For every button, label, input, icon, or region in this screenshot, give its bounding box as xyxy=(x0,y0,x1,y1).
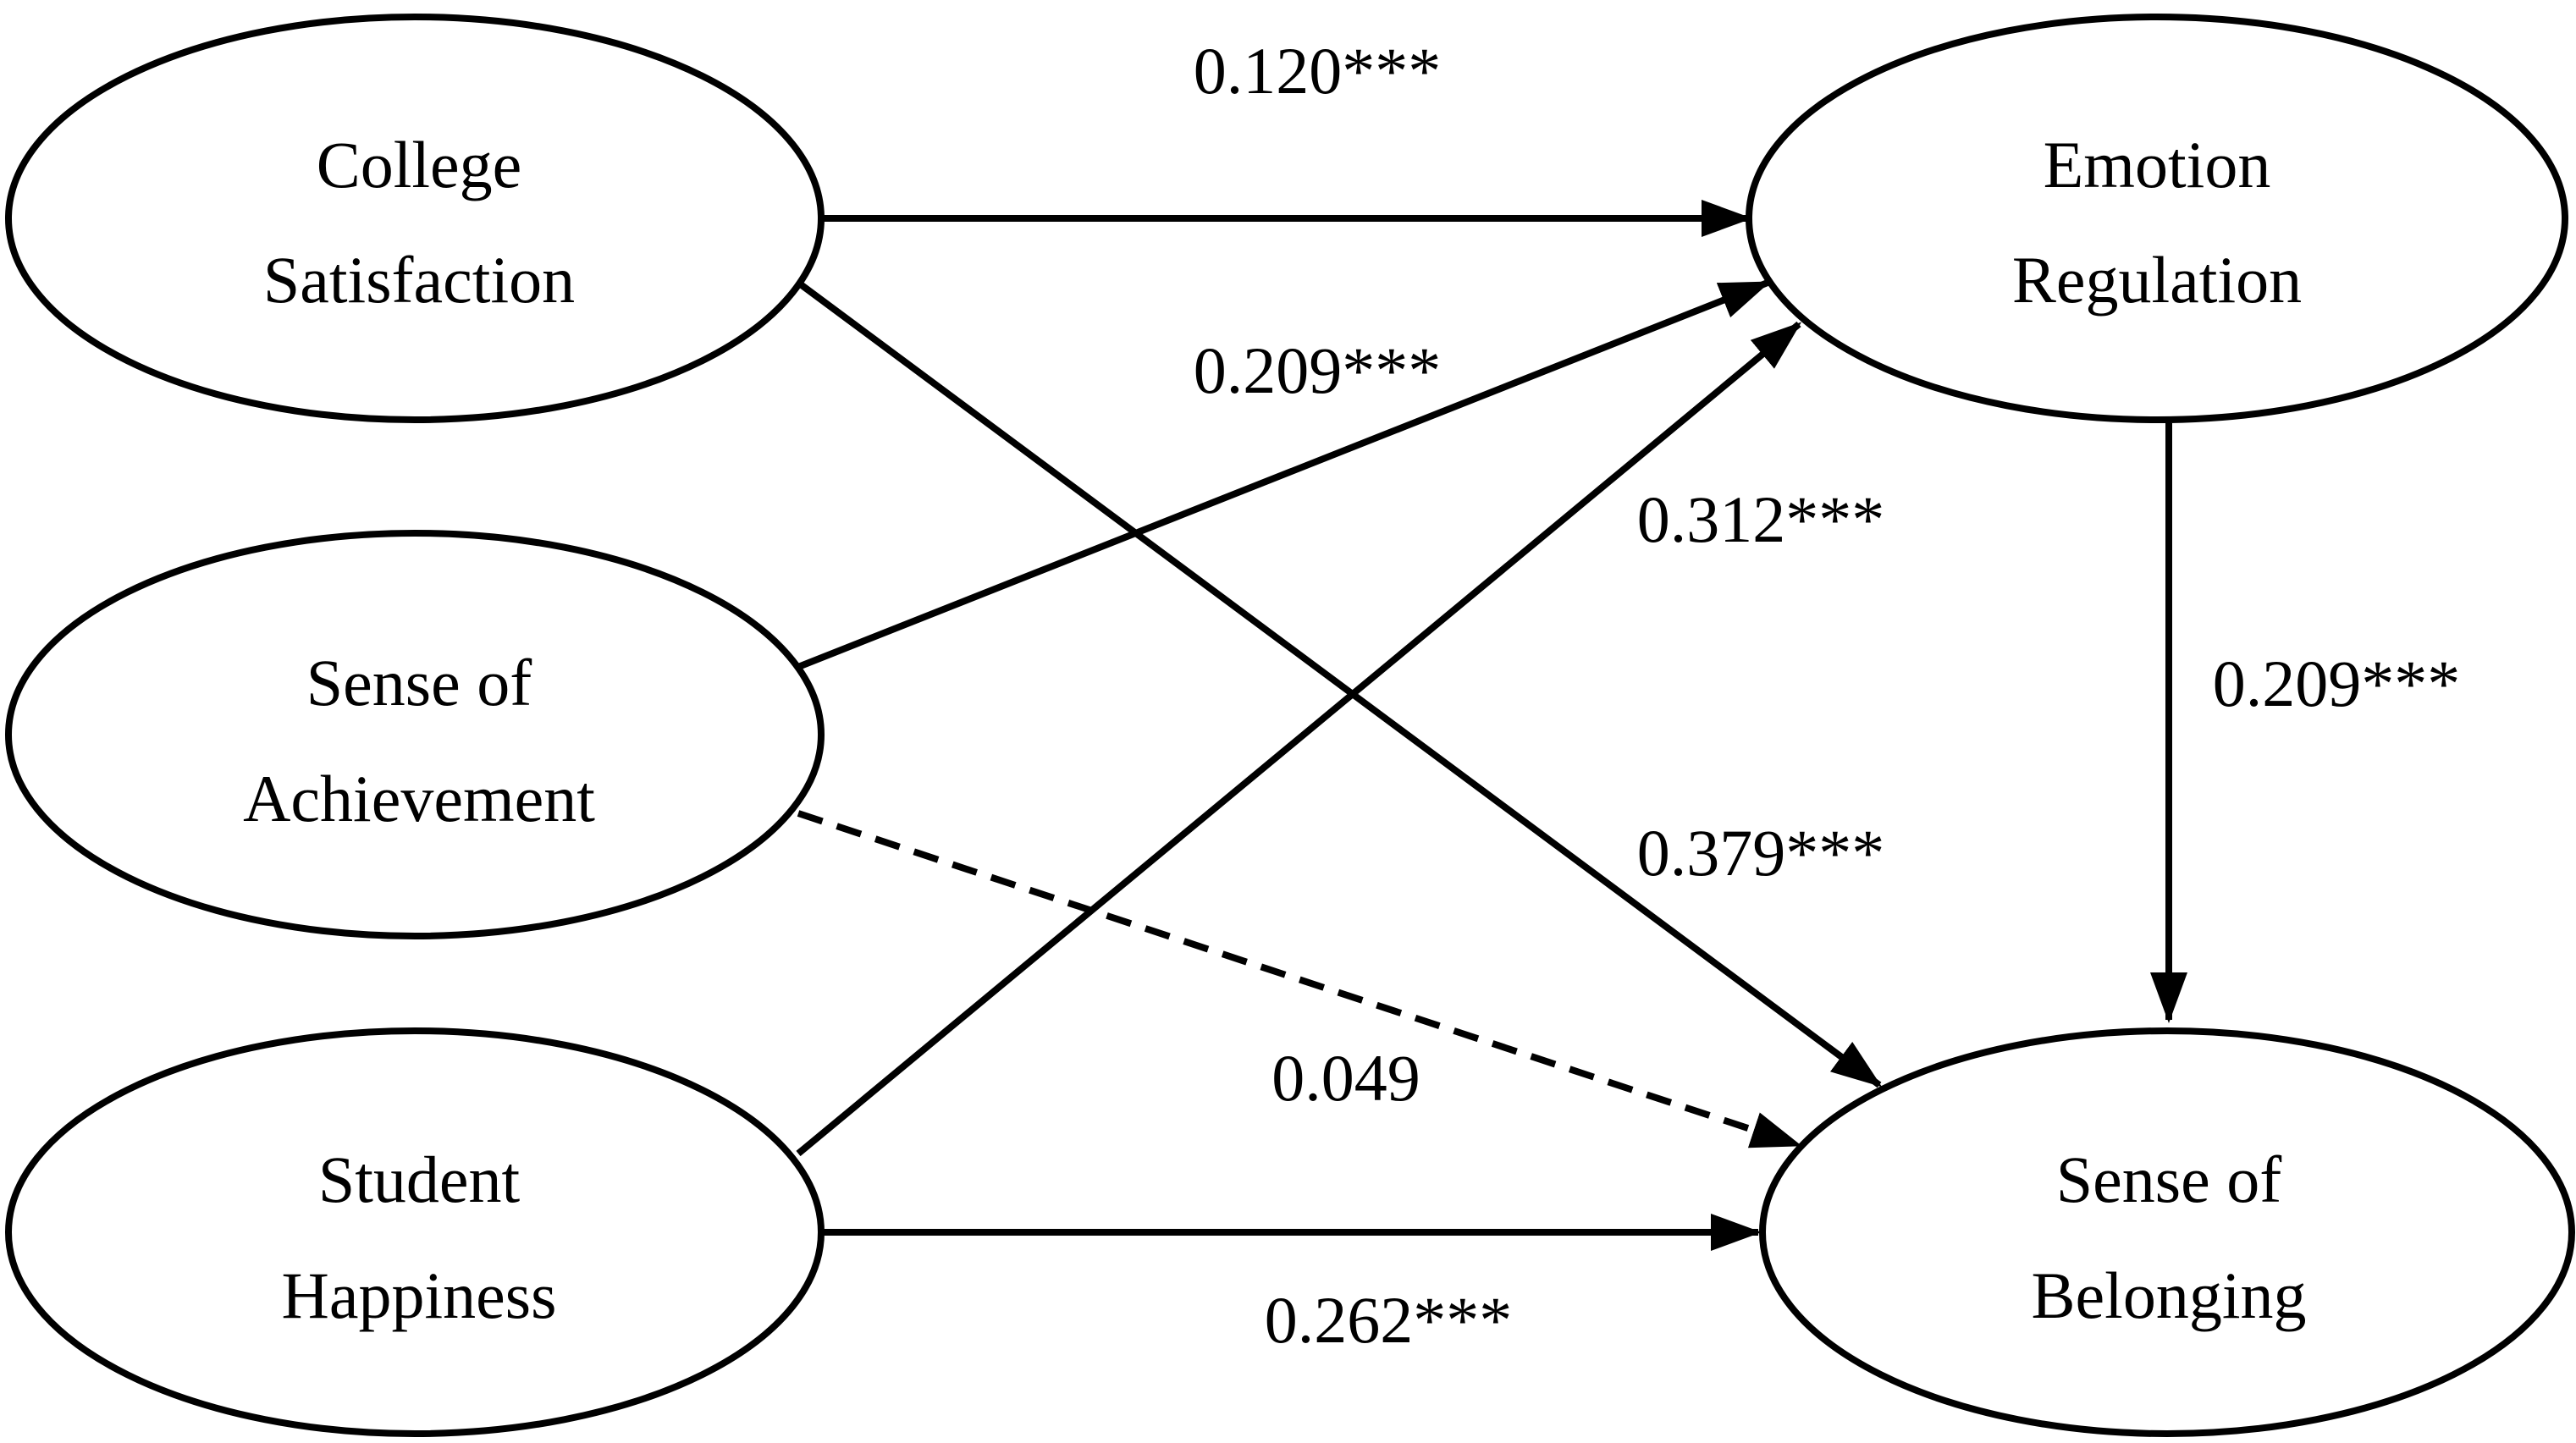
node-label-line2: Regulation xyxy=(2012,243,2302,317)
edge-student-happiness-to-emotion-regulation xyxy=(796,321,1802,1157)
node-label-line1: Student xyxy=(318,1143,521,1216)
node-student-happiness: Student Happiness xyxy=(5,1027,825,1437)
node-label-line2: Satisfaction xyxy=(263,243,575,317)
node-label-line2: Achievement xyxy=(243,762,595,835)
node-sense-of-achievement: Sense of Achievement xyxy=(5,530,825,939)
node-label-line1: Emotion xyxy=(2044,128,2271,201)
node-college-satisfaction: College Satisfaction xyxy=(5,14,825,423)
edge-sense-of-achievement-to-emotion-regulation xyxy=(797,279,1771,670)
node-label-line2: Belonging xyxy=(2032,1258,2307,1332)
edge-label-sense-of-achievement-to-emotion-regulation: 0.209*** xyxy=(1194,333,1442,407)
edges xyxy=(796,200,2187,1251)
node-label-line1: College xyxy=(317,128,522,201)
edge-label-college-satisfaction-to-sense-of-belonging: 0.379*** xyxy=(1637,816,1885,889)
node-ellipse xyxy=(5,1027,825,1437)
edge-sense-of-achievement-to-sense-of-belonging xyxy=(797,810,1802,1148)
node-sense-of-belonging: Sense of Belonging xyxy=(1759,1027,2575,1437)
node-ellipse xyxy=(5,530,825,939)
edge-label-emotion-regulation-to-sense-of-belonging: 0.209*** xyxy=(2213,647,2461,720)
edge-label-student-happiness-to-sense-of-belonging: 0.262*** xyxy=(1265,1283,1513,1357)
node-ellipse xyxy=(1746,14,2568,423)
node-label-line2: Happiness xyxy=(282,1258,557,1332)
edge-label-sense-of-achievement-to-sense-of-belonging: 0.049 xyxy=(1271,1041,1420,1115)
edge-college-satisfaction-to-sense-of-belonging xyxy=(796,279,1883,1088)
node-emotion-regulation: Emotion Regulation xyxy=(1746,14,2568,423)
edge-label-college-satisfaction-to-emotion-regulation: 0.120*** xyxy=(1194,34,1442,107)
edge-labels: 0.120*** 0.209*** 0.312*** 0.379*** 0.04… xyxy=(1194,34,2461,1357)
node-ellipse xyxy=(1759,1027,2575,1437)
node-ellipse xyxy=(5,14,825,423)
node-label-line1: Sense of xyxy=(2056,1143,2281,1216)
node-label-line1: Sense of xyxy=(306,646,532,719)
edge-label-student-happiness-to-emotion-regulation: 0.312*** xyxy=(1637,482,1885,556)
